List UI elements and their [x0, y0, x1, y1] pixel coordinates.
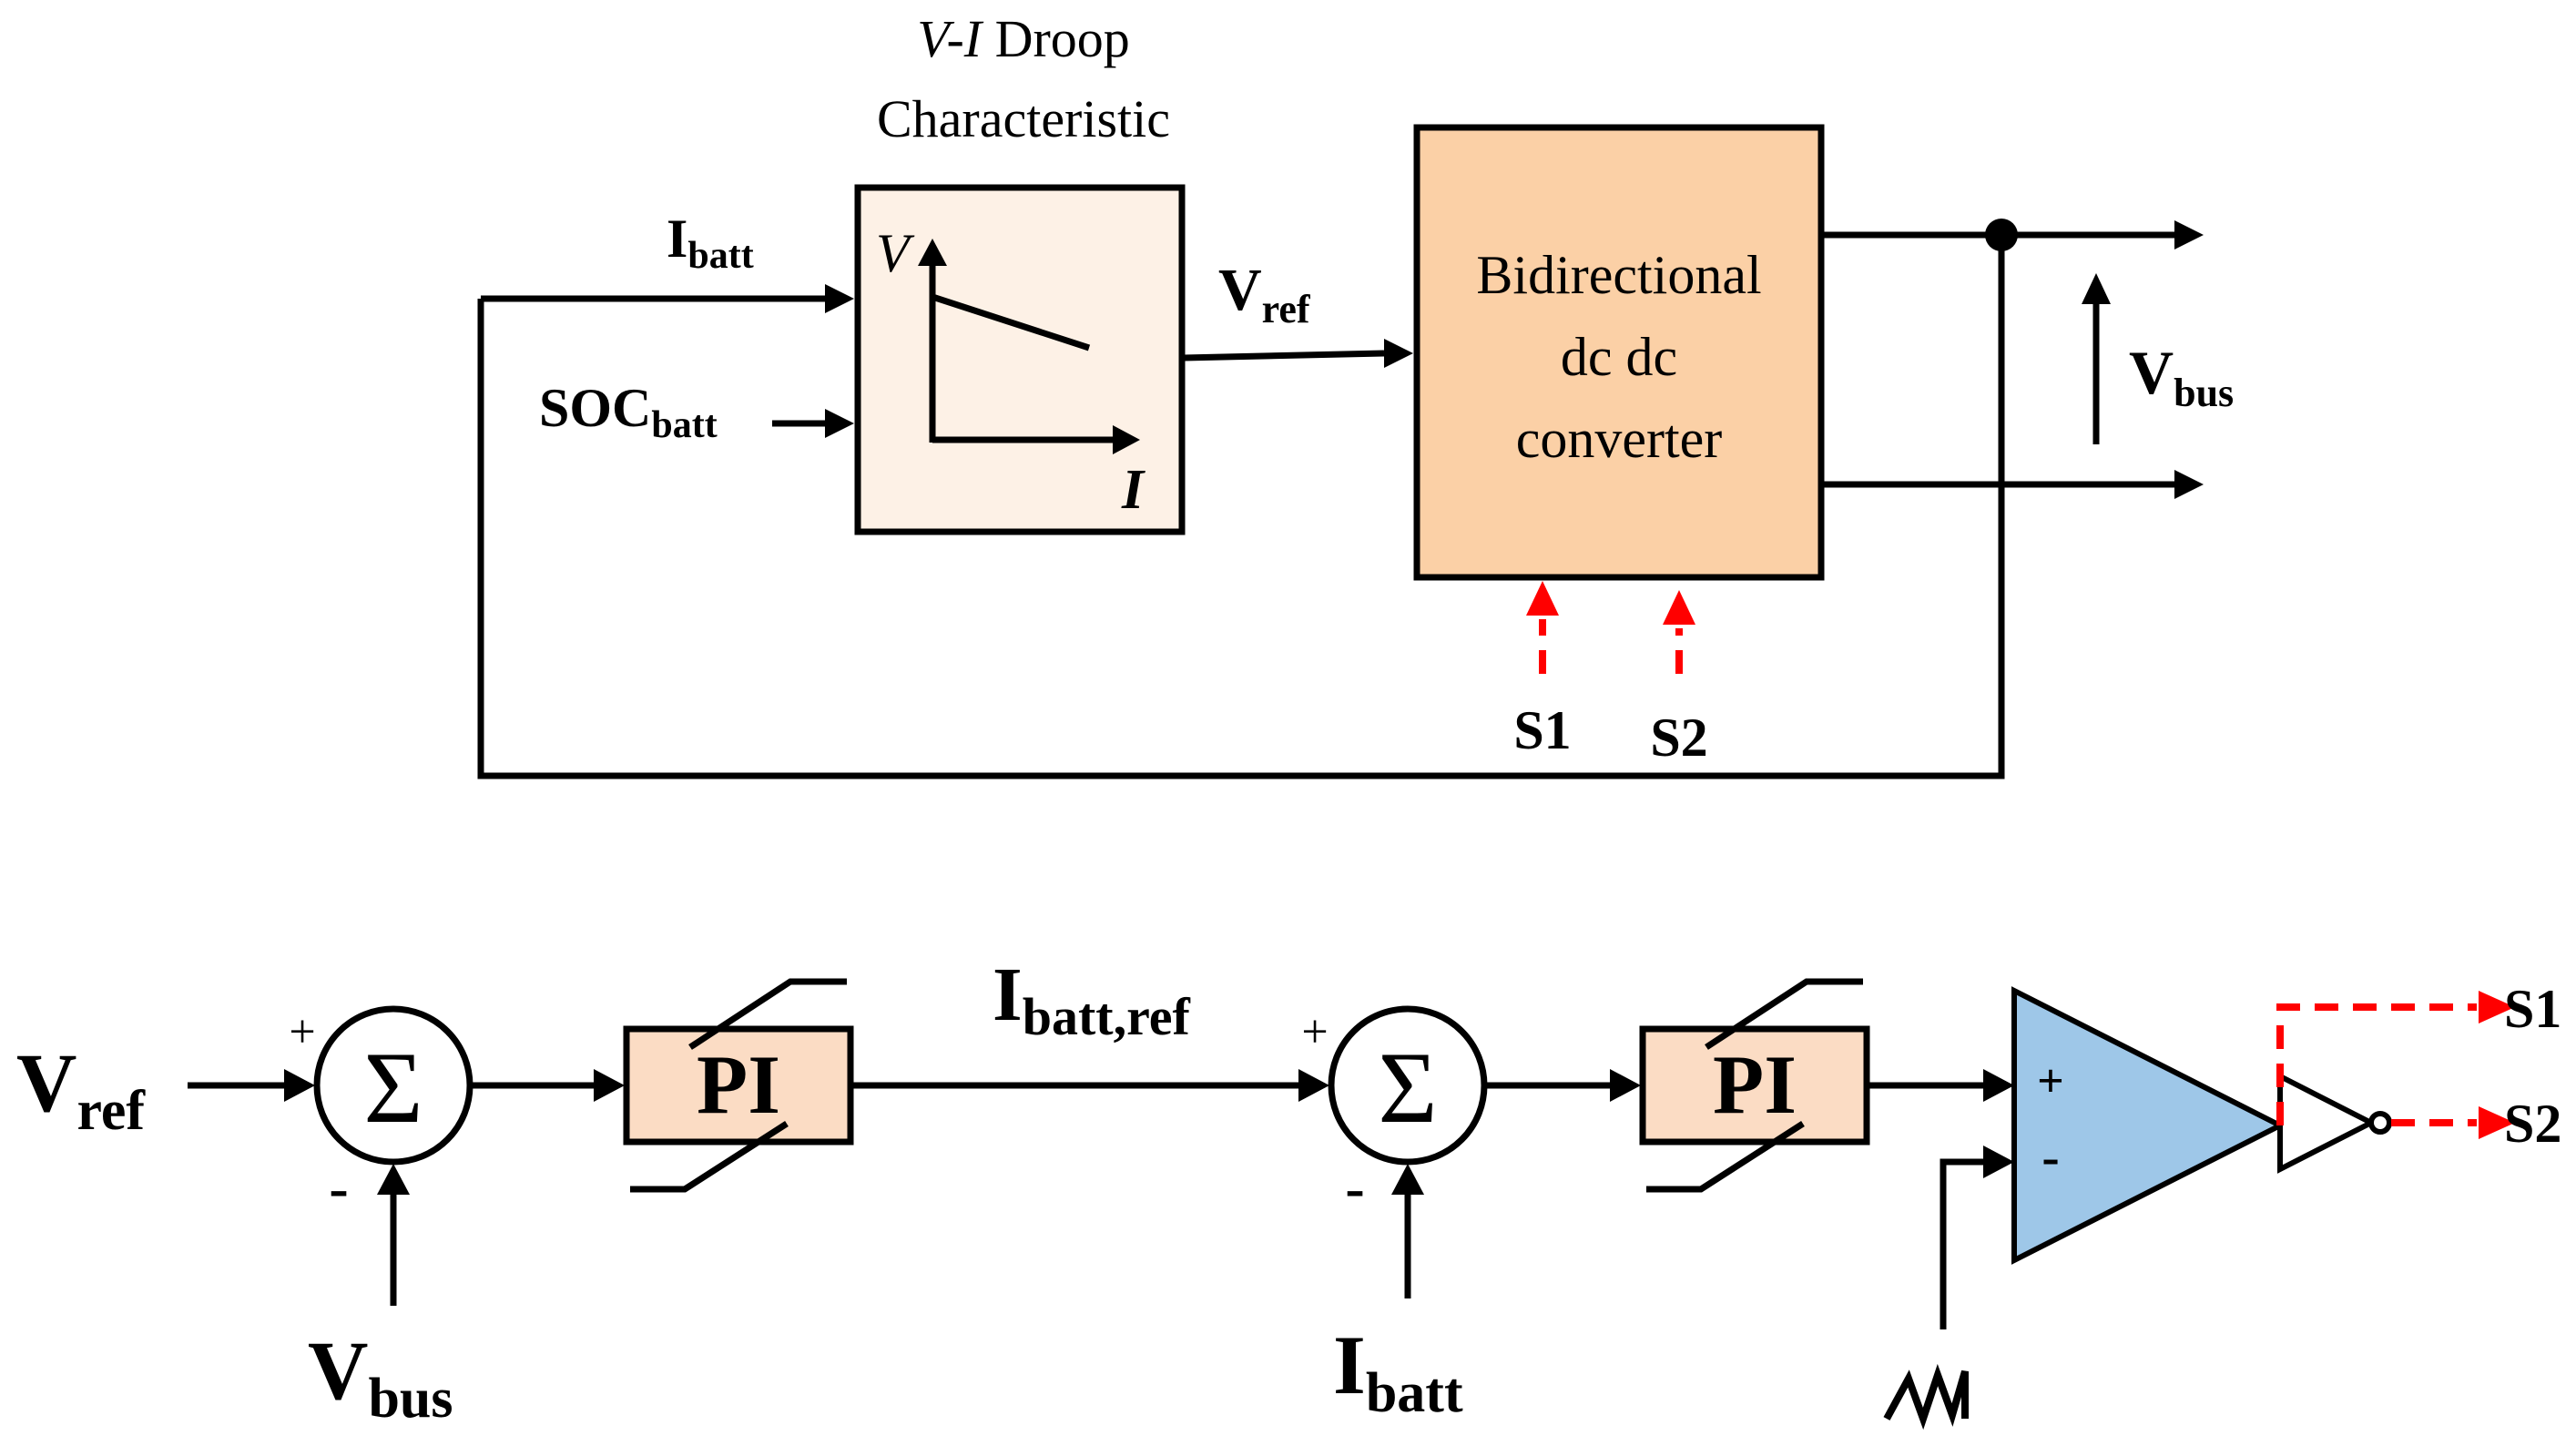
sum1-plus: + [289, 1006, 315, 1058]
vref-line [1183, 350, 1385, 362]
bottom-vbus-label: Vbus [308, 1324, 453, 1430]
top-s2-label: S2 [1650, 708, 1707, 768]
droop-v-axis-arrow [918, 239, 947, 266]
bottom-ibatt-label: Ibatt [1333, 1319, 1463, 1424]
sum1-to-pi1-arrow [594, 1069, 625, 1102]
pi2-saturation-bottom [1646, 1121, 1805, 1193]
feedback-loop-line [477, 235, 2005, 779]
soc-input-arrow [825, 409, 854, 438]
bottom-diagram: Vref Σ + - Vbus PI Ibatt,ref Σ + - Ibatt [16, 952, 2561, 1431]
droop-axis-v-label: V [876, 223, 915, 283]
ibatt-ref-arrow [1298, 1069, 1329, 1102]
output-top-arrow [2174, 220, 2204, 249]
carrier-to-comparator-line [1940, 1158, 1987, 1329]
droop-slope-line [931, 293, 1091, 351]
pi2-saturation-top [1705, 978, 1863, 1050]
s2-output-arrow [2479, 1106, 2515, 1139]
droop-title-line1: V-I Droop [917, 9, 1130, 68]
vbus-to-sum1-arrow [377, 1164, 410, 1195]
droop-i-axis-arrow [1113, 425, 1140, 454]
top-soc-label: SOCbatt [539, 378, 718, 446]
s2-gate-arrow [1663, 590, 1695, 625]
sum2-sigma: Σ [1378, 1032, 1437, 1145]
pi1-saturation-bottom [630, 1121, 789, 1193]
s1-output-line [2276, 1003, 2477, 1125]
top-s1-label: S1 [1513, 700, 1571, 760]
bottom-ibatt-ref-label: Ibatt,ref [993, 952, 1191, 1046]
bottom-vref-label: Vref [16, 1036, 146, 1142]
droop-characteristic-block [854, 184, 1186, 535]
droop-title-line2: Characteristic [877, 89, 1170, 148]
pi1-saturation-top [688, 978, 847, 1050]
carrier-to-comparator-arrow [1983, 1146, 2014, 1178]
comparator-minus: - [2041, 1127, 2059, 1186]
not-gate-bubble [2368, 1111, 2392, 1135]
comparator-triangle [2011, 986, 2286, 1265]
sum1-minus: - [329, 1156, 348, 1220]
not-gate-triangle [2277, 1072, 2377, 1174]
droop-axis-i-label: I [1121, 459, 1145, 521]
top-ibatt-label: Ibatt [667, 209, 754, 277]
pi-controller-1 [623, 1025, 854, 1146]
sum2-plus: + [1301, 1006, 1328, 1058]
comparator-plus: + [2037, 1055, 2064, 1107]
pi1-label: PI [697, 1038, 780, 1131]
bottom-s2-label: S2 [2504, 1094, 2561, 1154]
sum2-to-pi2-arrow [1610, 1069, 1641, 1102]
top-diagram: V-I Droop Characteristic V I Ibatt SOCba… [477, 9, 2234, 779]
bottom-s1-label: S1 [2504, 979, 2561, 1039]
sum1-sigma: Σ [363, 1032, 423, 1145]
converter-label-line1: Bidirectional [1476, 245, 1761, 305]
ibatt-input-arrow [825, 284, 854, 313]
sum2-minus: - [1345, 1156, 1364, 1220]
pi-controller-2 [1639, 1025, 1870, 1146]
top-vbus-label: Vbus [2129, 338, 2234, 415]
ibatt-to-sum2-arrow [1391, 1164, 1424, 1195]
vref-to-sum1-arrow [284, 1069, 315, 1102]
converter-label-line3: converter [1516, 409, 1723, 469]
bidirectional-converter-block [1413, 124, 1825, 581]
s1-gate-arrow [1526, 581, 1559, 616]
vbus-arrow-head [2082, 273, 2111, 304]
vref-arrow [1384, 339, 1413, 368]
sawtooth-carrier-icon [1883, 1363, 1969, 1431]
pi2-to-comparator-arrow [1983, 1069, 2014, 1102]
pi2-label: PI [1713, 1038, 1797, 1131]
s1-output-arrow [2479, 991, 2515, 1023]
output-bottom-arrow [2174, 470, 2204, 499]
top-vref-label: Vref [1218, 257, 1311, 331]
converter-label-line2: dc dc [1561, 327, 1677, 387]
